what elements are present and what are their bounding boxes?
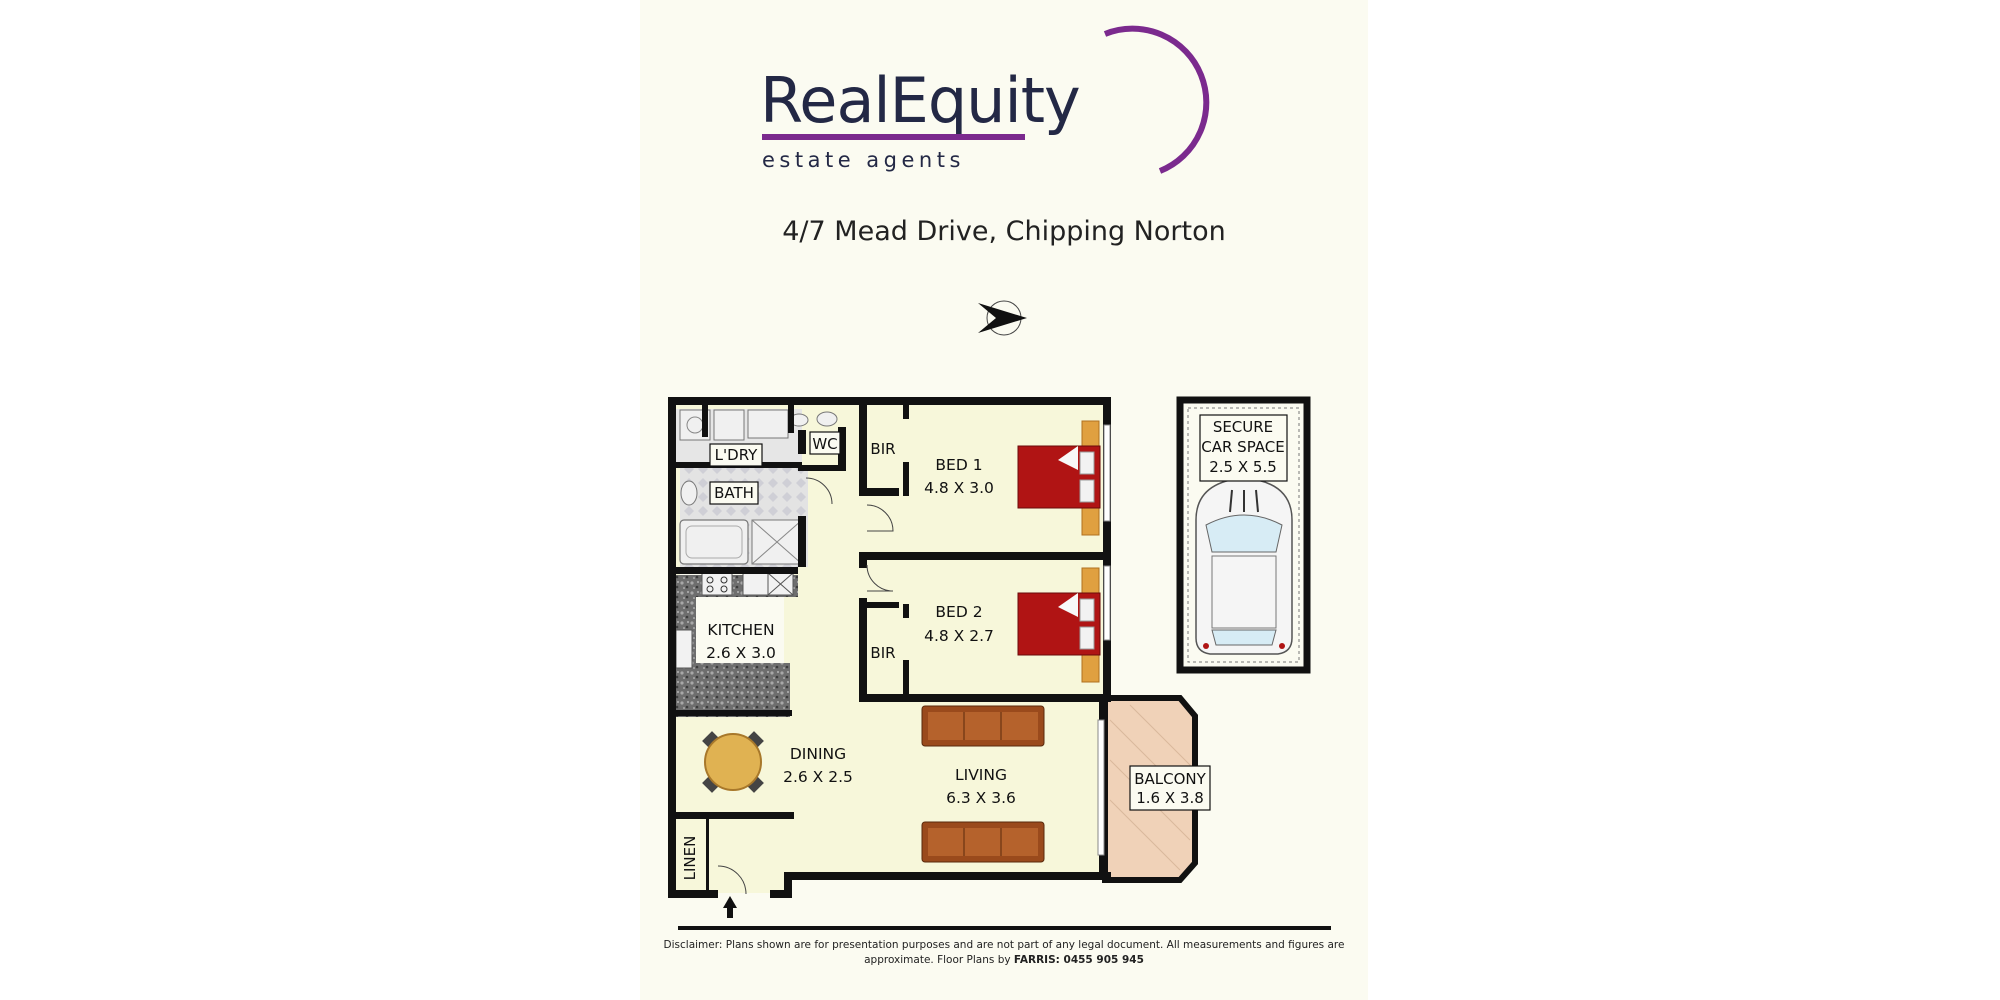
balcony-door	[1097, 719, 1105, 856]
car-space-line2: CAR SPACE	[1201, 438, 1284, 456]
brand-logo: RealEquity estate agents	[760, 25, 1210, 174]
living-name: LIVING	[955, 766, 1007, 784]
brand-tagline: estate agents	[762, 148, 965, 172]
car-icon	[1195, 477, 1293, 655]
living-size: 6.3 X 3.6	[946, 789, 1016, 807]
entry-door	[717, 865, 747, 895]
bath-label: BATH	[714, 484, 754, 502]
disclaimer-text: Disclaimer: Plans shown are for presenta…	[663, 939, 1345, 966]
car-space-plan: SECURE CAR SPACE 2.5 X 5.5	[1176, 396, 1311, 674]
linen-label: LINEN	[681, 836, 699, 881]
dining-table-icon	[702, 731, 764, 793]
kitchen-benchtop	[674, 575, 798, 717]
sofa-bottom-icon	[921, 821, 1045, 863]
window-bed2	[1103, 565, 1111, 641]
north-arrow-icon	[978, 300, 1027, 336]
unit-floor-plan: L'DRY WC BATH BIR BIR BED 1 4.8 X 3.0 BE…	[668, 397, 1211, 918]
property-address: 4/7 Mead Drive, Chipping Norton	[782, 216, 1225, 247]
kitchen-size: 2.6 X 3.0	[706, 644, 776, 662]
kitchen-name: KITCHEN	[707, 621, 774, 639]
car-space-line1: SECURE	[1213, 418, 1273, 436]
bed-1-icon	[1017, 420, 1101, 536]
footer-rule	[678, 926, 1331, 930]
brand-arc	[1103, 25, 1210, 174]
bathtub-icon	[679, 519, 749, 565]
bir-2-label: BIR	[870, 644, 895, 662]
car-space-size: 2.5 X 5.5	[1209, 458, 1277, 476]
cooktop-icon	[701, 572, 733, 596]
bed-1-name: BED 1	[935, 456, 982, 474]
brand-name: RealEquity	[760, 64, 1080, 137]
floor-plan-sheet: RealEquity estate agents 4/7 Mead Drive,…	[640, 0, 1368, 1000]
balcony-size: 1.6 X 3.8	[1136, 789, 1204, 807]
bed-1-size: 4.8 X 3.0	[924, 479, 994, 497]
floor-plan-canvas: RealEquity estate agents 4/7 Mead Drive,…	[668, 25, 1331, 930]
laundry-label: L'DRY	[715, 446, 758, 464]
bir-1-label: BIR	[870, 440, 895, 458]
plan-credit: FARRIS: 0455 905 945	[1013, 954, 1144, 966]
window-bed1	[1103, 424, 1111, 522]
bed-2-icon	[1017, 567, 1101, 683]
disclaimer: Disclaimer: Plans shown are for presenta…	[640, 938, 1368, 968]
entry-arrow-icon	[723, 896, 737, 918]
sofa-top-icon	[921, 705, 1045, 747]
bed-2-size: 4.8 X 2.7	[924, 627, 994, 645]
brand-underline	[762, 134, 1025, 140]
sink-icon	[675, 629, 693, 669]
dining-name: DINING	[790, 745, 846, 763]
dining-size: 2.6 X 2.5	[783, 768, 853, 786]
basin-icon	[680, 480, 698, 506]
wc-label: WC	[812, 435, 837, 453]
balcony-name: BALCONY	[1134, 770, 1206, 788]
bed-2-name: BED 2	[935, 603, 982, 621]
